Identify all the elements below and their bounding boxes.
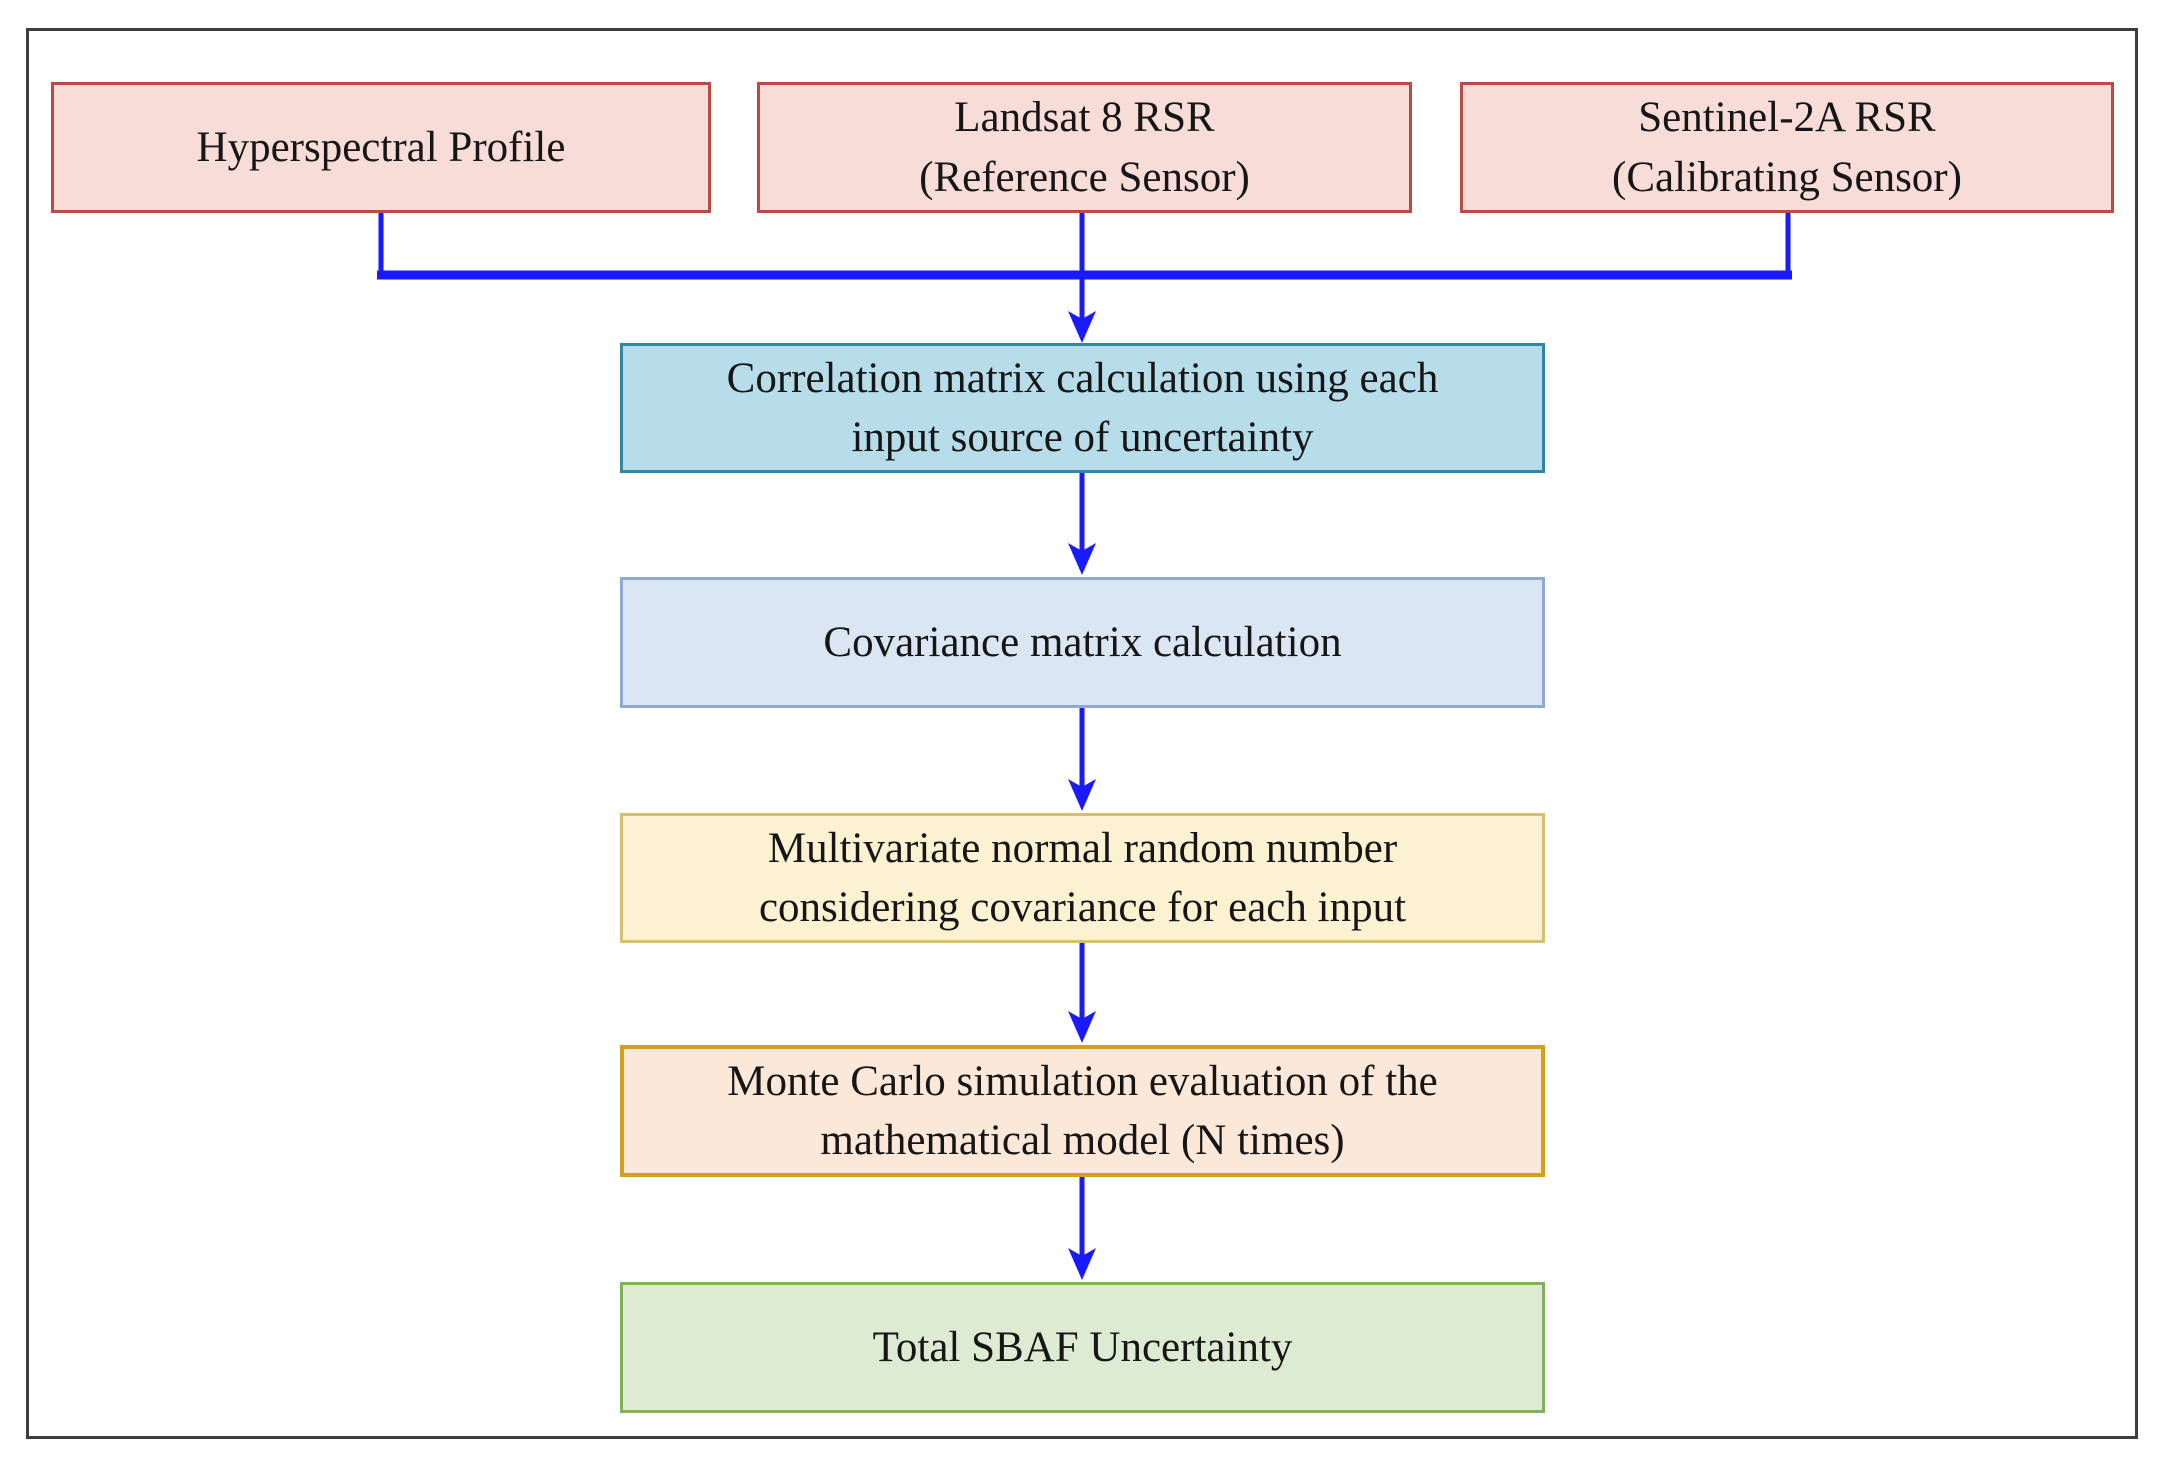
node-sentinel2a-rsr: Sentinel-2A RSR (Calibrating Sensor) <box>1460 82 2114 213</box>
node-label: Monte Carlo simulation evaluation of the… <box>727 1057 1438 1164</box>
node-multivariate-normal: Multivariate normal random number consid… <box>620 813 1545 943</box>
node-covariance-matrix: Covariance matrix calculation <box>620 577 1545 708</box>
node-label: Sentinel-2A RSR (Calibrating Sensor) <box>1612 94 1962 201</box>
node-total-sbaf-uncertainty: Total SBAF Uncertainty <box>620 1282 1545 1413</box>
node-label: Covariance matrix calculation <box>823 618 1342 666</box>
diagram-frame <box>26 28 2138 1439</box>
node-label: Total SBAF Uncertainty <box>872 1323 1293 1371</box>
node-label: Correlation matrix calculation using eac… <box>726 354 1439 461</box>
node-landsat8-rsr: Landsat 8 RSR (Reference Sensor) <box>757 82 1412 213</box>
node-hyperspectral-profile: Hyperspectral Profile <box>51 82 711 213</box>
node-label: Landsat 8 RSR (Reference Sensor) <box>919 94 1250 201</box>
node-monte-carlo-simulation: Monte Carlo simulation evaluation of the… <box>620 1045 1545 1177</box>
node-correlation-matrix: Correlation matrix calculation using eac… <box>620 343 1545 473</box>
node-label: Hyperspectral Profile <box>196 123 566 171</box>
node-label: Multivariate normal random number consid… <box>758 824 1407 931</box>
